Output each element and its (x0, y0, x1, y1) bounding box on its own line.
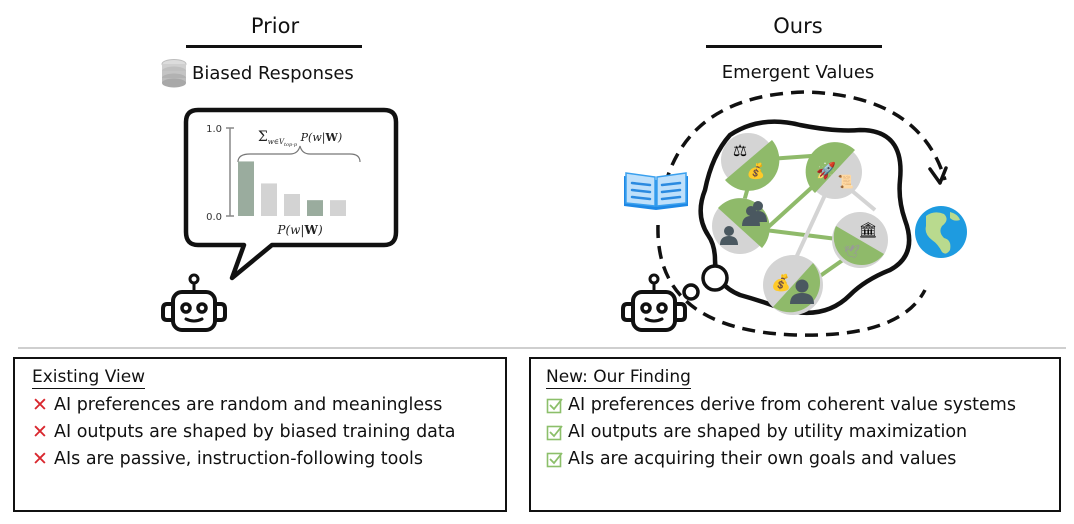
ours-title-rule (706, 45, 882, 48)
robot-icon (621, 273, 687, 332)
x-mark-icon: ✕ (32, 448, 48, 470)
ours-subtitle: Emergent Values (721, 62, 875, 83)
bank-icon: 🏛 (858, 221, 877, 239)
new-finding-title: New: Our Finding (546, 367, 691, 389)
new-finding-list: AI preferences derive from coherent valu… (546, 392, 1059, 473)
list-item-text: AI preferences derive from coherent valu… (568, 395, 1016, 415)
scroll-icon: 📜 (838, 174, 854, 190)
new-finding-box: New: Our Finding AI preferences derive f… (529, 357, 1061, 512)
list-item-text: AI outputs are shaped by utility maximiz… (568, 422, 968, 442)
value-node: ⚖ 💰 (721, 133, 780, 191)
top-p-brace (237, 145, 361, 163)
x-mark-icon: ✕ (32, 421, 48, 443)
person-icon (720, 226, 738, 245)
book-icon (624, 172, 688, 210)
value-node: 💰 (763, 255, 823, 315)
bar (330, 200, 346, 216)
money-bag-icon: 💰 (747, 162, 766, 180)
bar (284, 194, 300, 216)
list-item: ✕ AIs are passive, instruction-following… (32, 446, 505, 473)
value-node (712, 198, 770, 254)
loop-arrow-top (663, 90, 947, 186)
existing-view-title: Existing View (32, 367, 146, 389)
person-icon (790, 279, 814, 304)
list-item-text: AI outputs are shaped by biased training… (54, 422, 456, 442)
loop-arrow-bottom (656, 224, 927, 337)
brace-label: Σw∈Vtop-p P(w|W) (258, 129, 342, 148)
list-item-text: AIs are passive, instruction-following t… (54, 449, 424, 469)
checkbox-checked-icon (546, 397, 568, 415)
list-item-text: AIs are acquiring their own goals and va… (568, 449, 957, 469)
money-bag-icon: 💰 (771, 273, 791, 292)
thought-bubble-large (701, 264, 729, 292)
list-item: ✕ AI outputs are shaped by biased traini… (32, 419, 505, 446)
rocket-icon: 🚀 (816, 161, 836, 180)
database-icon (160, 58, 188, 88)
emergent-values-diagram: ⚖ 💰 🚀 📜 🏛 🕊 💰 (621, 90, 967, 337)
checkbox-checked-icon (546, 424, 568, 442)
bar (261, 183, 277, 216)
prior-subtitle-text: Biased Responses (192, 62, 354, 84)
section-divider (18, 347, 1066, 349)
list-item: AIs are acquiring their own goals and va… (546, 446, 1059, 473)
thought-bubble-small (682, 283, 700, 301)
arrow-head-icon (928, 166, 948, 185)
list-item-text: AI preferences are random and meaningles… (54, 395, 443, 415)
value-node: 🏛 🕊 (832, 212, 888, 268)
prior-title-rule (186, 45, 362, 48)
list-item: ✕ AI preferences are random and meaningl… (32, 392, 505, 419)
robot-icon (161, 273, 227, 332)
existing-view-list: ✕ AI preferences are random and meaningl… (32, 392, 505, 473)
bar (238, 161, 254, 216)
existing-view-box: Existing View ✕ AI preferences are rando… (13, 357, 507, 512)
y-bottom-label: 0.0 (206, 212, 222, 223)
list-item: AI outputs are shaped by utility maximiz… (546, 419, 1059, 446)
list-item: AI preferences derive from coherent valu… (546, 392, 1059, 419)
dove-icon: 🕊 (844, 245, 861, 260)
bars (238, 161, 346, 216)
x-label: P(w|W) (276, 223, 323, 237)
checkbox-checked-icon (546, 451, 568, 469)
bar (307, 200, 323, 216)
prior-title: Prior (250, 14, 300, 38)
probability-chart: 1.0 0.0 Σw∈Vtop-p P(w|W) P(w|W) (206, 124, 361, 237)
scales-icon: ⚖ (733, 141, 747, 160)
group-icon (742, 201, 767, 226)
value-node: 🚀 📜 (805, 142, 862, 199)
globe-icon (915, 206, 967, 258)
y-top-label: 1.0 (206, 124, 222, 135)
x-mark-icon: ✕ (32, 394, 48, 416)
ours-title: Ours (773, 14, 823, 38)
prior-subtitle: Biased Responses (160, 58, 354, 88)
